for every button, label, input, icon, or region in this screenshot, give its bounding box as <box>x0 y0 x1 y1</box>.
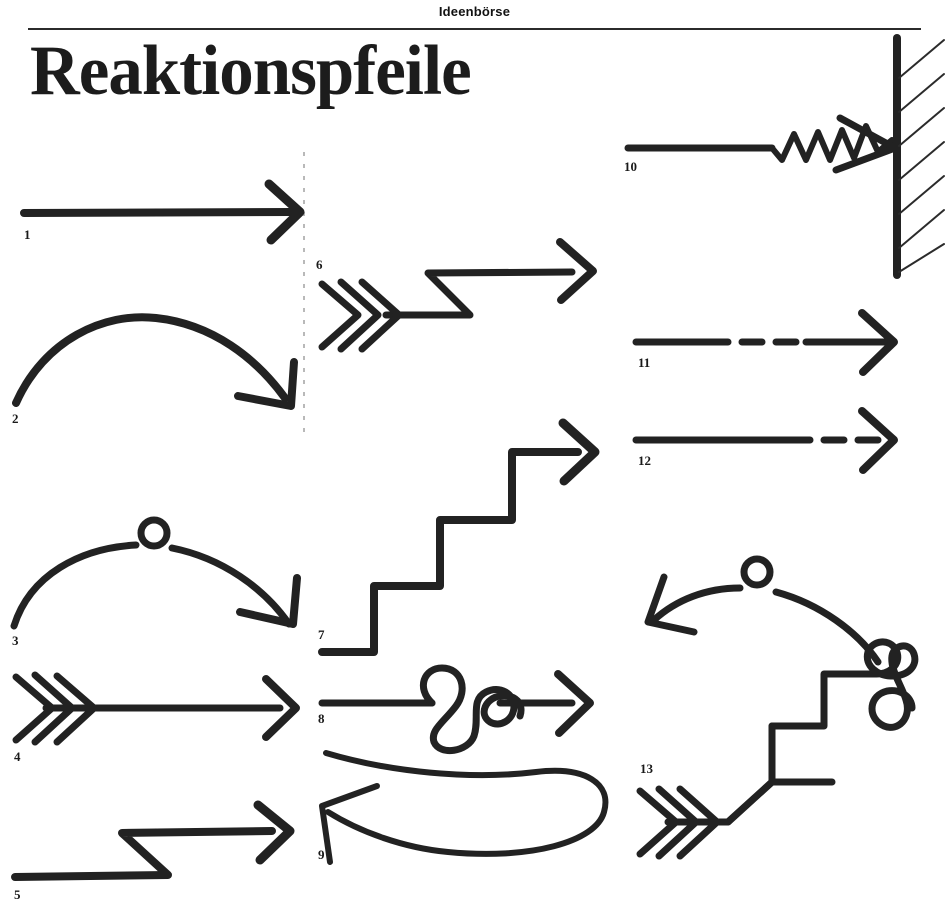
figure-10-spring-arrow-wall <box>624 34 945 279</box>
figure-label-6: 6 <box>316 257 323 272</box>
page-title: Reaktionspfeile <box>30 32 472 110</box>
figure-7-staircase-arrow <box>318 418 600 656</box>
figure-5-zigzag-arrow <box>11 800 295 881</box>
figure-label-1: 1 <box>24 227 31 242</box>
figure-label-13: 13 <box>640 761 653 776</box>
figure-4-fletched-arrow <box>12 671 300 746</box>
figure-label-3: 3 <box>12 633 19 648</box>
figure-13-combination-arrow <box>636 555 919 860</box>
figure-8-knotted-arrow <box>318 664 594 754</box>
header-rule <box>28 28 921 30</box>
figure-2-curved-arrow <box>12 313 298 410</box>
figure-label-12: 12 <box>638 453 651 468</box>
figure-label-7: 7 <box>318 627 325 642</box>
wall-hatching <box>898 39 945 273</box>
column-divider-dotted <box>303 152 305 434</box>
figure-12-dashed-end-arrow <box>632 407 898 474</box>
figure-label-8: 8 <box>318 711 325 726</box>
figure-6-fletched-zigzag-arrow <box>318 238 597 353</box>
figure-1-straight-arrow <box>20 179 305 245</box>
page-kicker: Ideenbörse <box>438 4 511 19</box>
figure-11-dashed-middle-arrow <box>632 309 898 376</box>
figure-label-5: 5 <box>14 887 21 902</box>
figure-3-arc-arrow-with-loop <box>10 516 301 630</box>
figure-label-10: 10 <box>624 159 637 174</box>
figure-label-11: 11 <box>638 355 651 370</box>
figure-9-return-loop-arrow <box>319 750 609 865</box>
figure-label-9: 9 <box>318 847 325 862</box>
figure-label-4: 4 <box>14 749 21 764</box>
figure-label-2: 2 <box>12 411 19 426</box>
